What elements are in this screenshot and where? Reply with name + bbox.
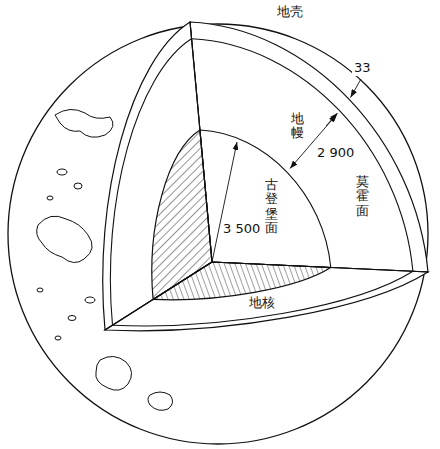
- dimension-line: [212, 142, 237, 262]
- dimension-number: 33: [352, 61, 373, 76]
- island: [57, 169, 67, 175]
- continent: [148, 392, 173, 410]
- boundary-label: 莫霍面: [355, 174, 370, 219]
- dimension-arrow: [326, 113, 338, 126]
- cut-edges: [105, 22, 428, 330]
- dimension-number: 3 500: [221, 222, 262, 237]
- dimension-arrow: [351, 79, 362, 98]
- dimension-number: 2 900: [315, 146, 356, 161]
- cutaway-faces: [103, 22, 428, 331]
- layer-label: 地壳: [275, 5, 305, 20]
- layer-label: 地核: [247, 296, 277, 311]
- island: [55, 336, 61, 340]
- moho-boundary: [113, 271, 413, 326]
- continent: [55, 109, 113, 137]
- gutenberg-boundary: [200, 130, 331, 268]
- island: [85, 297, 95, 303]
- island: [68, 316, 76, 321]
- layer-label: 地幔: [290, 111, 305, 142]
- layer-boundaries: [105, 22, 428, 330]
- island: [37, 288, 43, 292]
- core-section: [153, 262, 331, 300]
- right-face: [190, 22, 428, 272]
- island: [74, 183, 82, 189]
- boundary-label: 古登堡面: [264, 177, 279, 236]
- continent: [96, 356, 132, 390]
- moho-boundary: [192, 39, 413, 271]
- dimension-lines: [212, 79, 361, 262]
- continent: [37, 216, 92, 262]
- island: [47, 196, 53, 200]
